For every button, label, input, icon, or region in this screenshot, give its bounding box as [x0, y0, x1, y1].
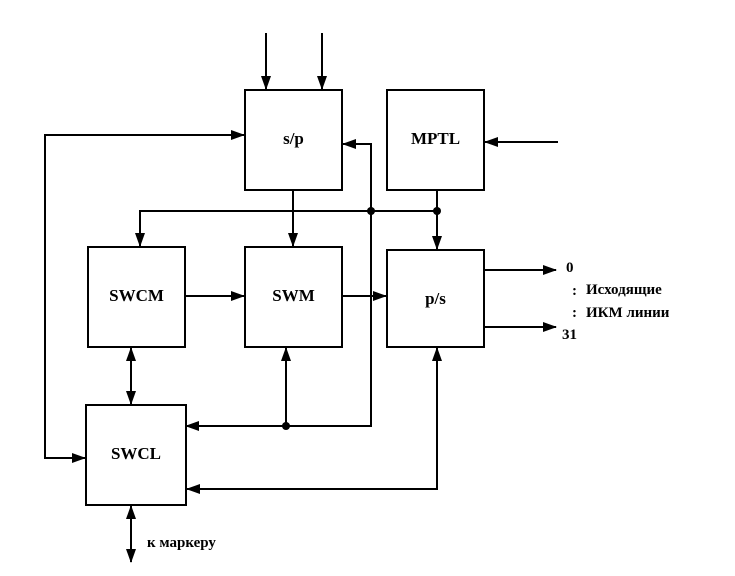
- junction-dot: [367, 207, 375, 215]
- output-label-first: 0: [566, 260, 574, 276]
- block-swm: SWM: [244, 246, 343, 348]
- output-label-last: 31: [562, 327, 577, 343]
- block-mptl: MPTL: [386, 89, 485, 191]
- junction-dot: [282, 422, 290, 430]
- bus-to-swcm: [135, 210, 437, 247]
- block-swcm-label: SWCM: [109, 286, 164, 305]
- block-sp-label: s/p: [283, 129, 304, 148]
- connections: [44, 33, 558, 563]
- block-mptl-label: MPTL: [411, 129, 460, 148]
- output-dots-1: :: [572, 283, 577, 299]
- block-swcl: SWCL: [85, 404, 187, 506]
- loop-swcl-sp: [44, 130, 245, 463]
- marker-label: к маркеру: [147, 535, 216, 551]
- block-ps: p/s: [386, 249, 485, 348]
- output-caption-line2: ИКМ линии: [586, 305, 670, 321]
- block-ps-label: p/s: [425, 289, 446, 308]
- block-swm-label: SWM: [272, 286, 315, 305]
- block-swcl-label: SWCL: [111, 444, 161, 463]
- output-caption-line1: Исходящие: [586, 282, 662, 298]
- loop-ps-swcl: [186, 347, 442, 494]
- block-sp: s/p: [244, 89, 343, 191]
- block-swcm: SWCM: [87, 246, 186, 348]
- output-dots-2: :: [572, 305, 577, 321]
- junction-dot: [433, 207, 441, 215]
